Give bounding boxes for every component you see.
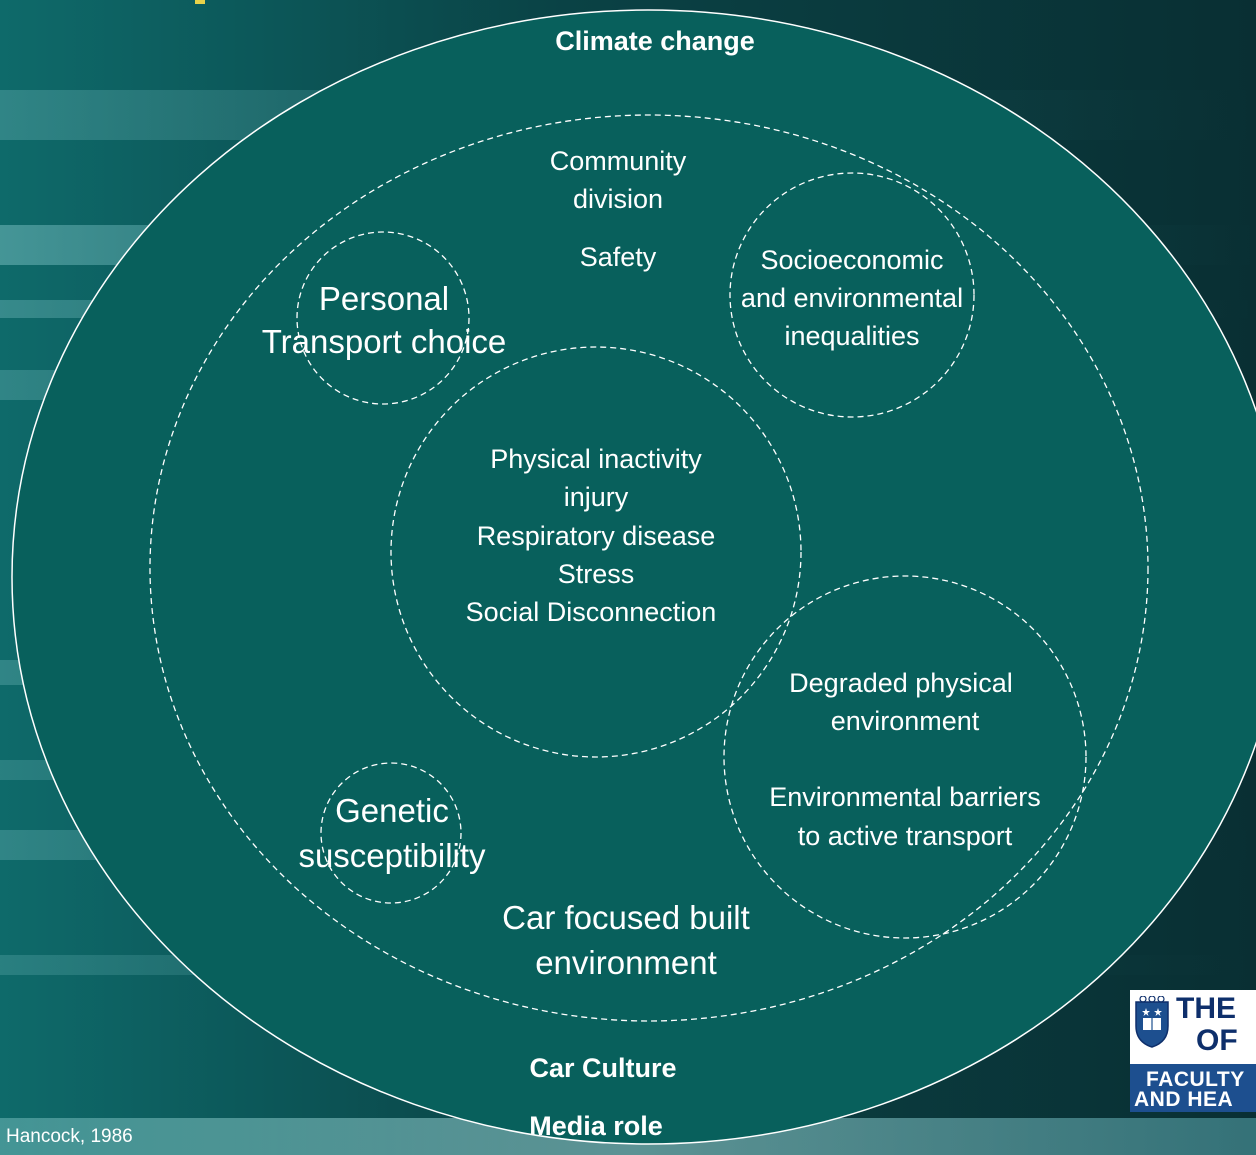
health-label-line3: Respiratory disease (477, 521, 716, 551)
logo-text-line1: THE (1176, 992, 1236, 1025)
outer-ellipse (11, 9, 1256, 1145)
environment-label-line4: Environmental barriers (769, 782, 1041, 812)
socioeconomic-label-line2: and environmental (741, 283, 963, 313)
circle-socioeconomic (729, 172, 975, 418)
logo-text-line2: OF (1196, 1024, 1238, 1057)
health-label-line5: Social Disconnection (466, 597, 717, 627)
environment-label-line5: to active transport (798, 821, 1013, 851)
health-label-line4: Stress (558, 559, 635, 589)
environment-label-line1: Degraded physical (789, 668, 1013, 698)
personal-label-line1: Personal (319, 280, 449, 317)
crest-icon (1135, 996, 1169, 1048)
health-label-line1: Physical inactivity (490, 444, 702, 474)
logo-bottom-panel (1130, 1064, 1256, 1112)
genetic-label-line2: susceptibility (298, 837, 486, 874)
personal-label-line2: Transport choice (262, 323, 507, 360)
socioeconomic-label-line3: inequalities (784, 321, 919, 351)
university-logo: THE OF FACULTY AND HEA (1130, 990, 1256, 1112)
health-label-line2: injury (564, 482, 629, 512)
circle-health-outcomes (390, 346, 802, 758)
socioeconomic-label-line1: Socioeconomic (760, 245, 943, 275)
circle-personal-transport (296, 231, 470, 405)
inner-label-community: Community (550, 146, 687, 176)
inner-label-built-environment: environment (535, 944, 717, 981)
environment-label-line2: environment (831, 706, 980, 736)
citation: Hancock, 1986 (6, 1126, 133, 1147)
inner-label-car-focused: Car focused built (502, 899, 750, 936)
outer-label-climate-change: Climate change (555, 26, 755, 56)
genetic-label-line1: Genetic (335, 792, 449, 829)
inner-ellipse (149, 114, 1149, 1022)
inner-label-division: division (573, 184, 663, 214)
outer-label-car-culture: Car Culture (529, 1053, 676, 1083)
circle-genetic (320, 762, 462, 904)
circle-degraded-environment (723, 575, 1087, 939)
outer-label-media-role: Media role (529, 1111, 663, 1141)
inner-label-safety: Safety (580, 242, 657, 272)
logo-text-line3: FACULTY (1146, 1068, 1245, 1091)
logo-text-line4: AND HEA (1134, 1088, 1234, 1111)
